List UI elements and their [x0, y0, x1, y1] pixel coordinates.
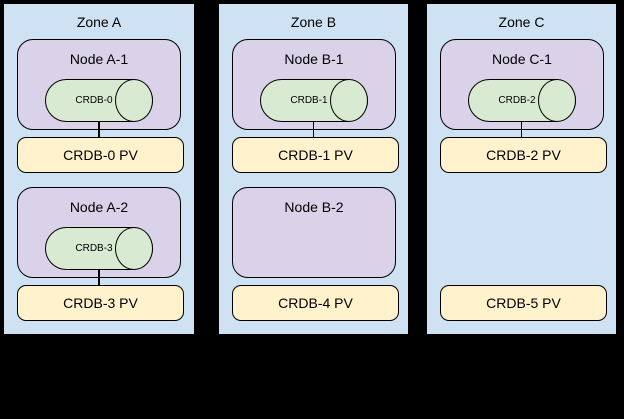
zone-c-panel: Zone C Node C-1 CRDB-2 CRDB-2 PV CRDB-5 …	[425, 2, 618, 336]
node-a2-box: Node A-2 CRDB-3	[17, 187, 181, 278]
pv-box: CRDB-3 PV	[17, 285, 184, 321]
zone-title: Zone A	[76, 14, 122, 30]
pod-label: CRDB-0	[75, 95, 113, 106]
zone-title: Zone C	[498, 14, 545, 30]
node-c1-box: Node C-1 CRDB-2	[440, 39, 604, 130]
pv-box: CRDB-1 PV	[232, 137, 399, 173]
cylinder-cap	[115, 227, 153, 270]
cylinder-cap	[330, 79, 368, 122]
cylinder-cap	[538, 79, 576, 122]
node-a1-box: Node A-1 CRDB-0	[17, 39, 181, 130]
pv-box: CRDB-2 PV	[440, 137, 607, 173]
pod-label: CRDB-3	[75, 243, 113, 254]
pod-pv-connector	[520, 121, 522, 137]
crdb-pod-cylinder: CRDB-0	[45, 79, 153, 122]
crdb-pod-cylinder: CRDB-3	[45, 227, 153, 270]
pod-pv-connector	[98, 269, 100, 285]
crdb-pod-cylinder: CRDB-2	[468, 79, 576, 122]
node-b1-box: Node B-1 CRDB-1	[232, 39, 396, 130]
node-title: Node C-1	[492, 51, 552, 67]
zone-b-panel: Zone B Node B-1 CRDB-1 CRDB-1 PV Node B-…	[217, 2, 410, 336]
zone-a-panel: Zone A Node A-1 CRDB-0 CRDB-0 PV Node A-…	[2, 2, 196, 336]
node-title: Node B-2	[284, 199, 344, 215]
pod-pv-connector	[312, 121, 314, 137]
node-title: Node A-2	[69, 199, 129, 215]
node-b2-box: Node B-2	[232, 187, 396, 278]
zone-title: Zone B	[290, 14, 337, 30]
pod-label: CRDB-2	[498, 95, 536, 106]
pv-box: CRDB-0 PV	[17, 137, 184, 173]
cylinder-cap	[115, 79, 153, 122]
pod-label: CRDB-1	[290, 95, 328, 106]
pod-pv-connector	[98, 121, 100, 137]
pv-box: CRDB-5 PV	[440, 285, 607, 321]
node-title: Node B-1	[284, 51, 344, 67]
crdb-pod-cylinder: CRDB-1	[260, 79, 368, 122]
node-title: Node A-1	[69, 51, 129, 67]
pv-box: CRDB-4 PV	[232, 285, 399, 321]
